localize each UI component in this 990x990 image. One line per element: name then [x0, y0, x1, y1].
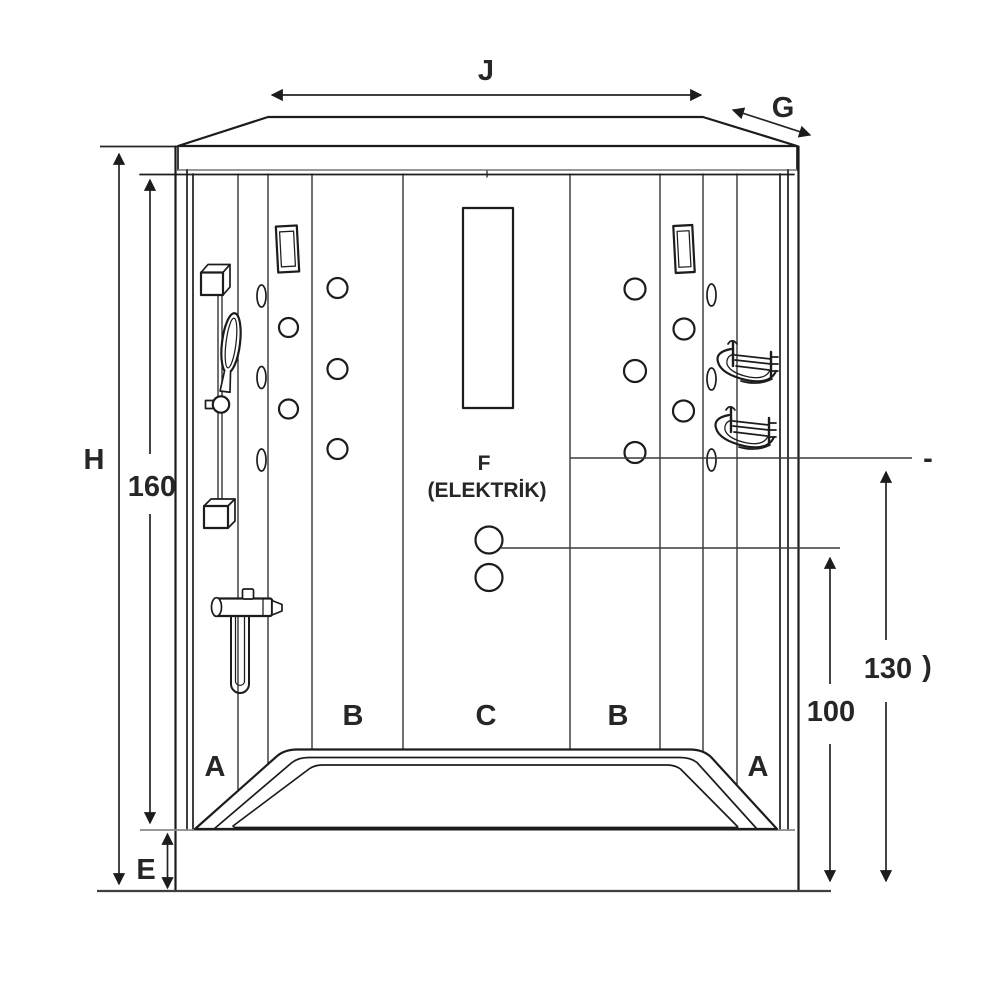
jet-oval	[256, 448, 267, 472]
dim-label-130: 130	[864, 653, 912, 685]
body-jet	[672, 317, 696, 341]
panel-label-b-left: B	[343, 700, 364, 732]
right-jet-control	[672, 223, 696, 275]
left-jet-control	[274, 224, 301, 274]
body-jet	[671, 399, 696, 423]
hand-shower-handle	[219, 369, 232, 394]
artifact-paren: )	[922, 651, 932, 683]
panel-label-a-left: A	[205, 751, 226, 783]
roof	[176, 115, 799, 171]
thermostat-top-knob	[241, 588, 255, 600]
dim-label-e: E	[136, 854, 155, 886]
dim-label-160: 160	[128, 471, 176, 503]
jet-oval	[256, 365, 267, 390]
body-jet	[326, 437, 349, 461]
hand-shower	[219, 312, 242, 394]
right-jet-control-inner	[676, 230, 692, 268]
artifact-dash: -	[923, 443, 933, 475]
rail-slider-knob	[211, 395, 231, 414]
tray-rim-outer	[193, 748, 779, 831]
cabin-frame	[100, 145, 800, 893]
shower-rail-assembly	[199, 263, 283, 694]
body-jet	[623, 440, 647, 465]
corner-shelf-lower	[714, 405, 778, 451]
left-jet-panel	[256, 224, 349, 472]
jet-oval	[706, 367, 717, 391]
steam-outlet-lower	[474, 562, 504, 593]
left-jet-control-inner	[278, 230, 297, 268]
panel-label-b-right: B	[608, 700, 629, 732]
dimension-annotations: J G H 160 E 130 100 - )	[84, 55, 933, 890]
roof-top-panel	[176, 115, 799, 148]
center-control-panel	[461, 206, 515, 593]
rail-bottom-bracket	[202, 504, 230, 530]
dim-label-j: J	[478, 55, 494, 87]
tray-rim-middle	[213, 756, 758, 830]
thermostat-right-tip	[271, 599, 283, 616]
control-label-elektrik: (ELEKTRİK)	[428, 479, 547, 502]
body-jet	[622, 358, 648, 384]
hand-shower-face	[224, 317, 238, 369]
corner-shelf-upper	[716, 339, 780, 385]
body-jet	[326, 276, 349, 300]
dim-label-h: H	[84, 444, 105, 476]
rail-top-bracket	[199, 271, 225, 297]
jet-oval	[706, 448, 717, 472]
shower-hose-inner	[234, 615, 246, 686]
dim-arrow-g	[731, 107, 812, 138]
thermostat-left-cap	[210, 596, 223, 618]
panel-label-c: C	[476, 700, 497, 732]
body-jet	[277, 398, 300, 420]
dim-label-g: G	[772, 92, 795, 124]
body-jet	[623, 277, 647, 301]
control-label-f: F	[478, 452, 491, 475]
tray-rim-inner	[232, 764, 739, 829]
jet-oval	[256, 284, 267, 308]
jet-oval	[706, 283, 717, 307]
right-jet-panel	[622, 223, 780, 472]
panel-label-a-right: A	[748, 751, 769, 783]
control-display-rect	[461, 206, 515, 410]
panel-labels: A B C B A F (ELEKTRİK)	[205, 452, 769, 783]
shower-tray	[193, 748, 779, 831]
body-jet	[277, 316, 300, 339]
steam-outlet-upper	[474, 525, 504, 555]
dim-label-100: 100	[807, 696, 855, 728]
shower-hose-outer	[230, 615, 250, 694]
body-jet	[326, 357, 349, 381]
